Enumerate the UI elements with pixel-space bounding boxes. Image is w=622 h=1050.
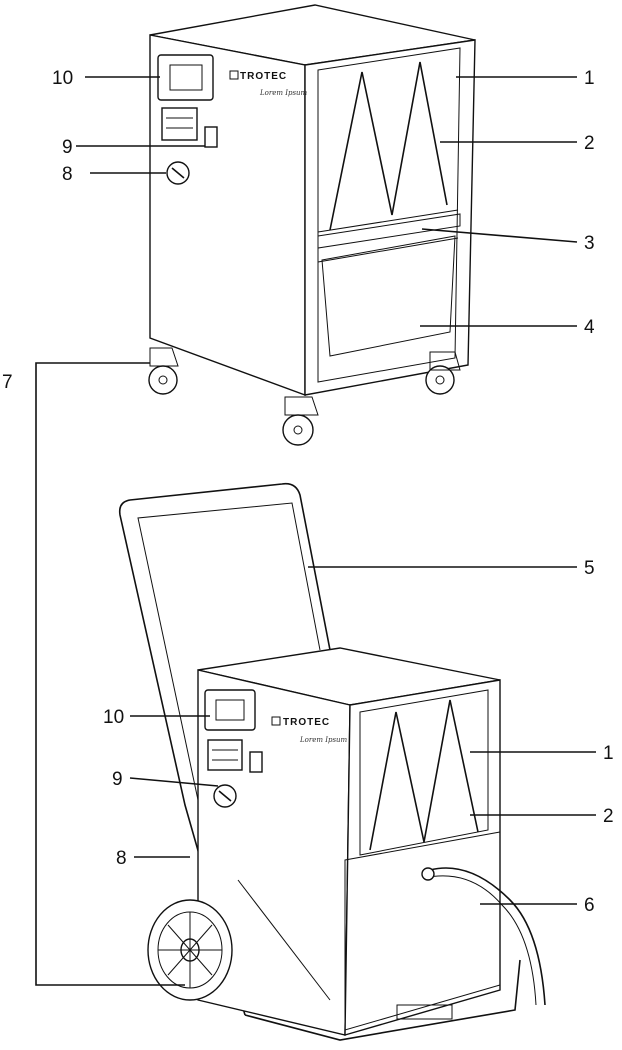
upper-handle-recess [169, 64, 203, 91]
upper-signature: Lorem Ipsum [259, 89, 308, 97]
lower-trolley-base [244, 959, 521, 1041]
callout-upper-1: 1 [584, 68, 595, 89]
upper-caster-left-bracket [149, 347, 179, 367]
lower-filter [369, 699, 479, 851]
upper-switch [204, 126, 218, 148]
callout-upper-9: 9 [62, 137, 73, 158]
callout-lower-1: 1 [603, 743, 614, 764]
lower-tank-label [396, 1004, 453, 1020]
upper-handle [157, 54, 214, 101]
lower-wheel-spoke-4 [167, 924, 213, 976]
callout-upper-4: 4 [584, 317, 595, 338]
upper-caster-left-hub [158, 375, 168, 385]
callout-lower-9: 9 [112, 769, 123, 790]
callout-labels: 10 9 8 7 1 2 3 4 5 10 1 9 2 8 6 [2, 68, 614, 916]
upper-front-frame [317, 47, 461, 383]
callout-upper-7: 7 [2, 372, 13, 393]
lower-hose-coupling [421, 867, 435, 881]
upper-caster-front-hub [293, 425, 303, 435]
upper-caster-front-bracket [284, 396, 319, 416]
leader-upper-3 [421, 228, 578, 243]
lower-control-panel [207, 739, 243, 771]
lower-front-frame [359, 689, 489, 856]
callout-lower-8: 8 [116, 848, 127, 869]
callout-upper-3: 3 [584, 233, 595, 254]
upper-logo-text: TROTEC [240, 71, 287, 82]
leader-7 [35, 362, 185, 986]
callout-upper-10: 10 [52, 68, 73, 89]
lower-wheel [147, 899, 233, 1001]
callout-lower-10: 10 [103, 707, 124, 728]
lower-handle [204, 689, 256, 731]
lower-brand: TROTEC Lorem Ipsum [271, 716, 348, 744]
upper-caster-right-wheel [425, 365, 455, 395]
upper-caster-left-wheel [148, 365, 178, 395]
lower-water-tank [344, 831, 501, 1031]
callout-lower-5: 5 [584, 558, 595, 579]
lower-trolley-handle [118, 482, 331, 1016]
lower-trolley-strut [237, 879, 331, 1001]
upper-filter [329, 61, 448, 231]
upper-tray [317, 213, 461, 249]
upper-container [321, 235, 456, 357]
upper-casters [148, 347, 461, 446]
upper-caster-right-bracket [429, 351, 461, 371]
callout-upper-2: 2 [584, 133, 595, 154]
upper-caster-front-wheel [282, 414, 314, 446]
upper-caster-right-hub [435, 375, 445, 385]
upper-brand: TROTEC Lorem Ipsum [229, 70, 308, 97]
upper-filter-bottom [317, 209, 459, 233]
lower-handle-recess [215, 699, 245, 721]
leader-lower-9 [129, 777, 219, 787]
upper-knob-pointer [171, 167, 185, 179]
callout-upper-8: 8 [62, 164, 73, 185]
upper-control-panel [161, 107, 198, 141]
lower-logo-mark-icon [271, 716, 281, 726]
lower-knob-pointer [218, 790, 232, 802]
lower-switch [249, 751, 263, 773]
lower-logo-text: TROTEC [283, 717, 330, 728]
callout-lower-6: 6 [584, 895, 595, 916]
upper-front-face [304, 39, 476, 396]
upper-container-rim [317, 237, 459, 263]
lower-unit: TROTEC Lorem Ipsum [118, 482, 546, 1041]
upper-logo-mark-icon [229, 70, 239, 80]
callout-lower-2: 2 [603, 806, 614, 827]
lower-hose-outer [423, 875, 537, 1006]
upper-unit: TROTEC Lorem Ipsum [148, 4, 476, 446]
leader-lines [35, 76, 596, 986]
lower-front-face [344, 679, 501, 1036]
lower-signature: Lorem Ipsum [299, 736, 348, 744]
lower-hose [429, 867, 546, 1006]
